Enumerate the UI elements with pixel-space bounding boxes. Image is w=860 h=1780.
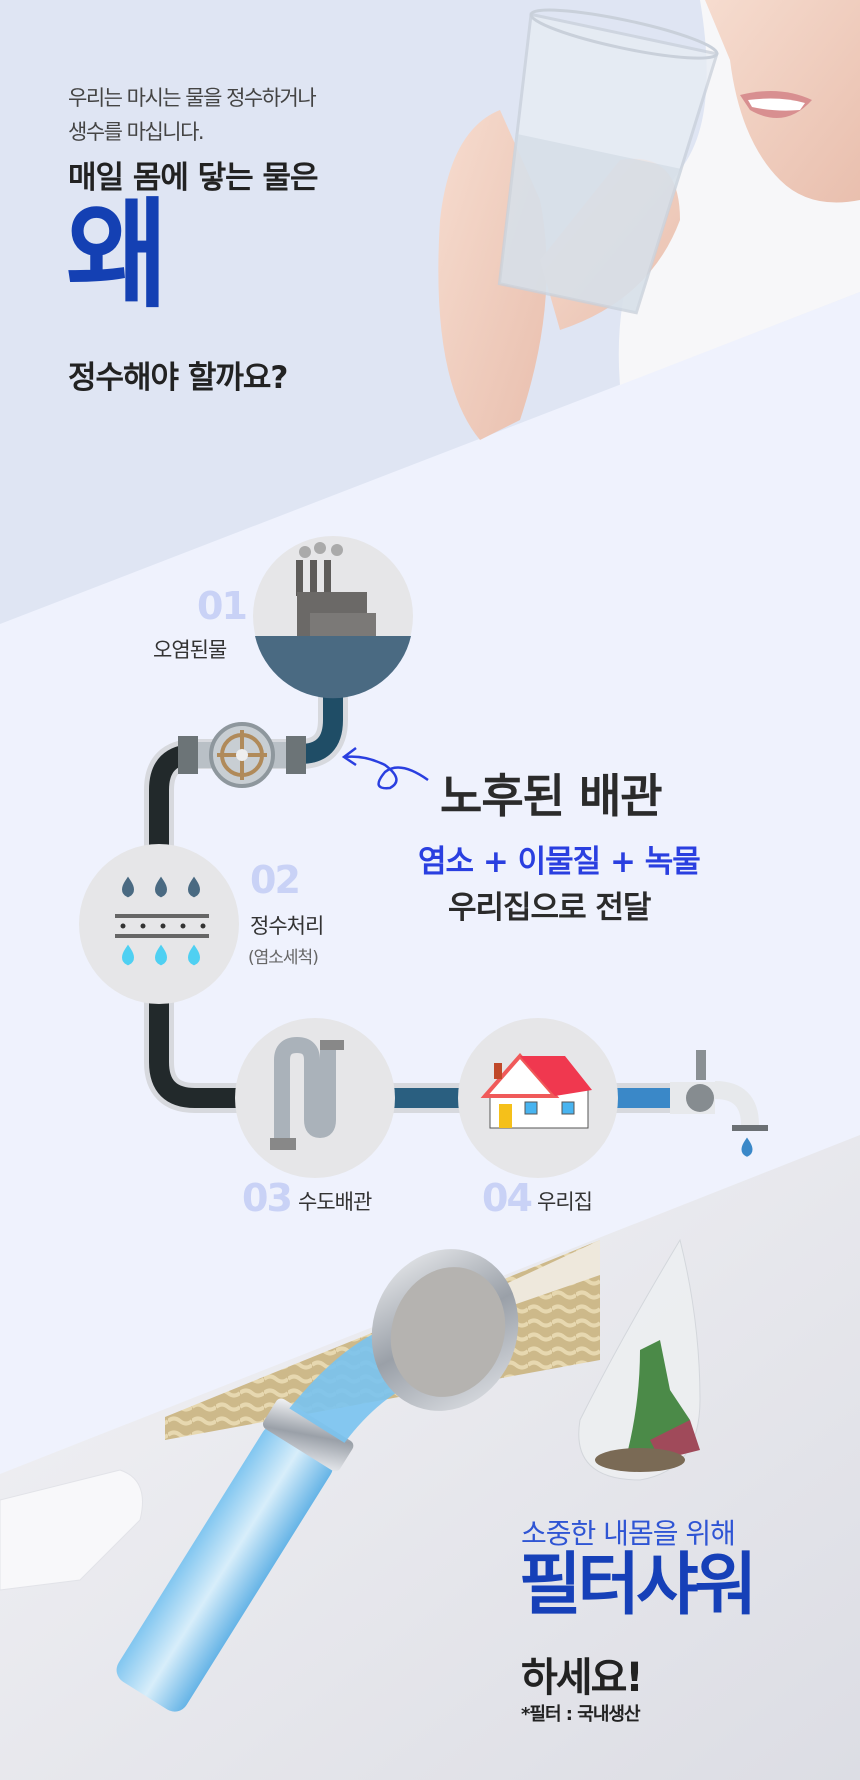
product-name: 필터샤워 — [519, 1546, 757, 1625]
house-icon — [480, 1052, 592, 1129]
step-03-number: 03 — [242, 1176, 293, 1220]
step-03-label: 수도배관 — [298, 1190, 372, 1214]
step-04-circle — [458, 1018, 618, 1178]
step-01-label: 오염된물 — [153, 638, 227, 662]
step-02-label: 정수처리 — [250, 914, 324, 938]
product-photo — [0, 1135, 860, 1780]
filter-drops-icon — [115, 876, 209, 966]
step-02-circle — [79, 844, 239, 1004]
product-tagline: 소중한 내몸을 위해 — [521, 1517, 736, 1550]
headline-why: 왜 — [66, 186, 169, 324]
intro-line-2: 생수를 마십니다. — [68, 120, 205, 144]
step-02-sub: (염소세척) — [248, 948, 319, 968]
arrow-scribble-icon — [341, 747, 429, 790]
headline-line-1: 매일 몸에 닿는 물은 — [68, 160, 319, 196]
product-note: *필터 : 국내생산 — [521, 1704, 641, 1725]
callout-title: 노후된 배관 — [440, 769, 663, 823]
step-01-circle — [253, 536, 413, 699]
step-02-number: 02 — [250, 858, 301, 902]
valve-icon — [178, 722, 306, 788]
factory-icon — [296, 542, 376, 636]
callout-delivery: 우리집으로 전달 — [448, 890, 651, 926]
callout-ingredients: 염소 + 이물질 + 녹물 — [418, 844, 701, 880]
step-04-label: 우리집 — [537, 1190, 593, 1214]
step-04-number: 04 — [482, 1176, 533, 1220]
intro-line-1: 우리는 마시는 물을 정수하거나 — [68, 86, 317, 110]
hero-photo-woman-drinking — [438, 0, 860, 440]
step-01-number: 01 — [197, 584, 248, 628]
s-pipe-icon — [274, 1036, 336, 1140]
headline-line-2: 정수해야 할까요? — [68, 360, 288, 396]
product-cta: 하세요! — [521, 1655, 644, 1701]
faucet-icon — [670, 1050, 768, 1157]
step-03-circle — [235, 1018, 395, 1178]
